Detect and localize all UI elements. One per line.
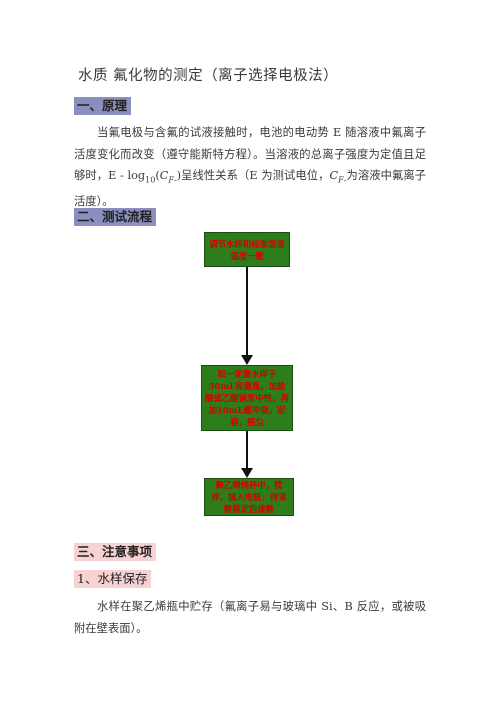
- flow-arrow-2-line: [246, 431, 248, 468]
- section-heading-notes: 三、注意事项: [74, 543, 157, 561]
- section-heading-flow: 二、测试流程: [74, 208, 157, 226]
- flow-arrow-2-head: [241, 468, 253, 478]
- flow-arrow-1-head: [241, 355, 253, 365]
- storage-paragraph: 水样在聚乙烯瓶中贮存（氟离子易与玻璃中 Si、B 反应，或被吸附在壁表面）。: [74, 600, 426, 635]
- flow-arrow-1-line: [246, 267, 248, 355]
- flow-step-3: 聚乙烯烧杯中，搅拌，插入电极，待读数稳定后读数: [204, 478, 294, 516]
- principle-text: 当氟电极与含氟的试液接触时，电池的电动势 E 随溶液中氟离子活度变化而改变（遵守…: [74, 126, 426, 208]
- document-title: 水质 氟化物的测定（离子选择电极法）: [78, 68, 339, 84]
- principle-paragraph: 当氟电极与含氟的试液接触时，电池的电动势 E 随溶液中氟离子活度变化而改变（遵守…: [74, 122, 426, 212]
- flow-step-2: 取一定量水样于50mL容量瓶，加盐酸或乙酸钠至中性，再加10mL缓冲液，定容，摇…: [201, 365, 293, 431]
- sub-heading-storage: 1、水样保存: [74, 570, 152, 588]
- flow-step-1: 调节水样和标准溶液温度一致: [204, 232, 290, 267]
- section-heading-principle: 一、原理: [74, 97, 132, 115]
